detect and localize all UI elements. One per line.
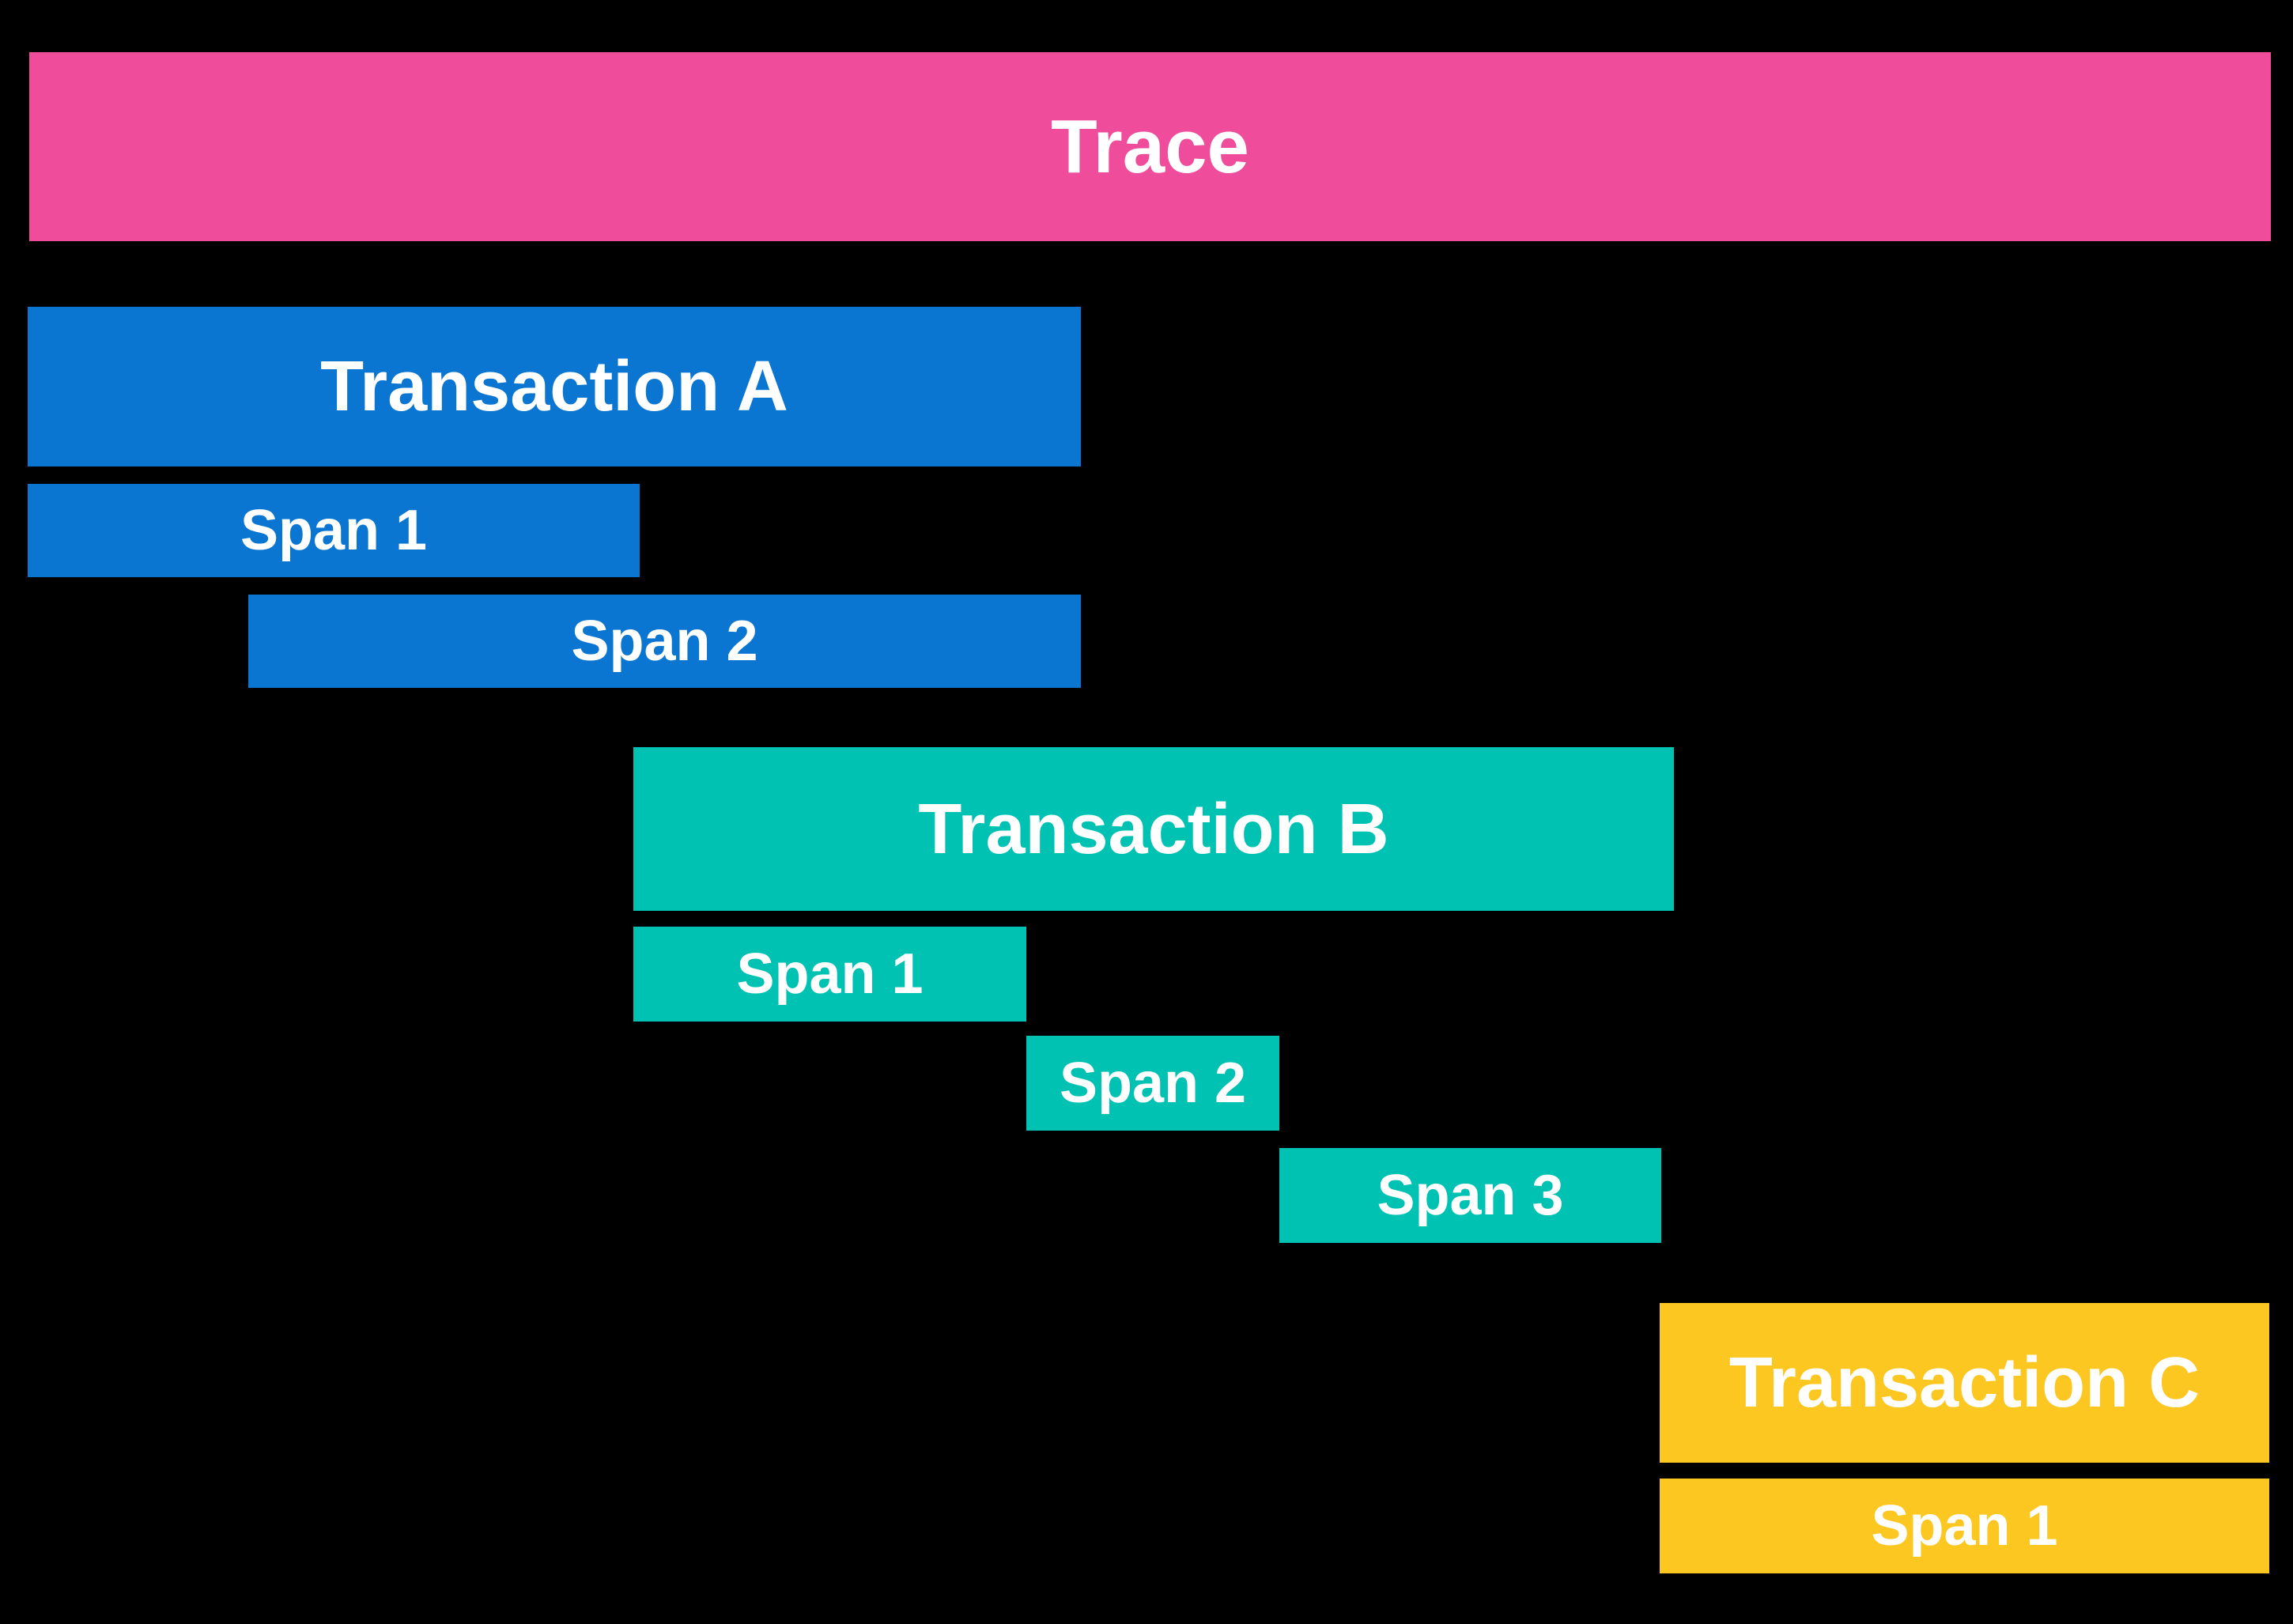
transaction-b-span-2-bar: Span 2 [1026,1036,1279,1131]
transaction-a-span-1-bar: Span 1 [28,484,640,577]
transaction-b-bar: Transaction B [633,747,1674,911]
transaction-b-span-1-bar: Span 1 [633,927,1026,1022]
transaction-b-span-3-bar: Span 3 [1279,1148,1661,1243]
transaction-a-label: Transaction A [320,347,788,426]
transaction-b-label: Transaction B [918,789,1389,869]
transaction-c-span-1-label: Span 1 [1871,1494,2058,1558]
transaction-a-bar: Transaction A [28,307,1081,466]
transaction-c-bar: Transaction C [1660,1303,2269,1463]
transaction-b-span-3-label: Span 3 [1377,1164,1564,1227]
transaction-b-span-2-label: Span 2 [1059,1052,1247,1115]
transaction-c-span-1-bar: Span 1 [1660,1479,2269,1573]
trace-bar: Trace [29,52,2271,241]
transaction-b-span-1-label: Span 1 [736,942,924,1006]
trace-label: Trace [1051,104,1249,189]
transaction-a-span-2-label: Span 2 [571,610,758,673]
transaction-a-span-1-label: Span 1 [240,499,428,562]
transaction-a-span-2-bar: Span 2 [248,595,1081,688]
transaction-c-label: Transaction C [1728,1343,2200,1422]
